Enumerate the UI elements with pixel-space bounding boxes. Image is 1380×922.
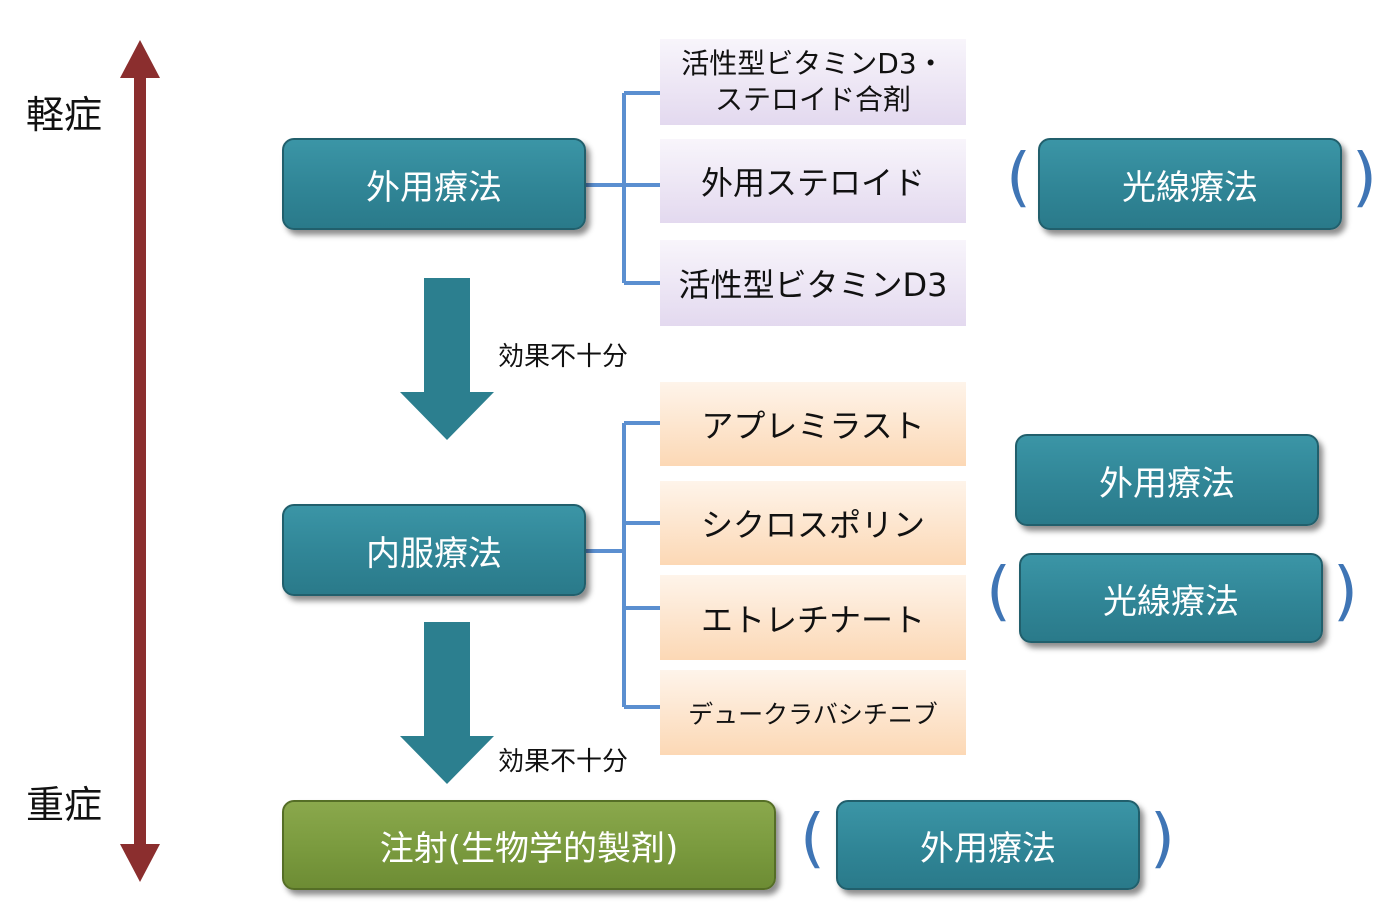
- topical-option-steroid: 外用ステロイド: [660, 139, 966, 223]
- oral-combo-topical-box: 外用療法: [1015, 434, 1319, 526]
- paren-close-3: ): [1150, 802, 1175, 876]
- oral-therapy-box: 内服療法: [282, 504, 586, 596]
- oral-option-deucravacitinib: デュークラバシチニブ: [660, 670, 966, 755]
- oral-option-cyclosporine: シクロスポリン: [660, 481, 966, 565]
- oral-option-apremilast: アプレミラスト: [660, 382, 966, 466]
- topical-therapy-box: 外用療法: [282, 138, 586, 230]
- flow-arrow-1: [400, 278, 494, 440]
- oral-option-etretinate: エトレチナート: [660, 575, 966, 660]
- injection-combo-topical-box: 外用療法: [836, 800, 1140, 890]
- topical-bracket: [586, 91, 660, 285]
- oral-bracket: [586, 421, 660, 709]
- severe-label: 重症: [26, 783, 103, 827]
- paren-close-2: ): [1333, 555, 1358, 629]
- oral-combo-phototherapy-box: 光線療法: [1019, 553, 1323, 643]
- injection-therapy-box: 注射(生物学的製剤): [282, 800, 776, 890]
- paren-open-2: (: [986, 555, 1011, 629]
- flow-arrow-2: [400, 622, 494, 784]
- paren-close-1: ): [1352, 141, 1377, 215]
- severity-arrow: [120, 40, 160, 882]
- mild-label: 軽症: [26, 93, 103, 137]
- topical-combo-phototherapy-box: 光線療法: [1038, 138, 1342, 230]
- topical-option-vitamin-d3: 活性型ビタミンD3: [660, 240, 966, 326]
- insufficient-label-2: 効果不十分: [498, 747, 629, 777]
- paren-open-3: (: [800, 802, 825, 876]
- topical-option-combo: 活性型ビタミンD3・ ステロイド合剤: [660, 39, 966, 125]
- paren-open-1: (: [1006, 141, 1031, 215]
- insufficient-label-1: 効果不十分: [498, 342, 629, 372]
